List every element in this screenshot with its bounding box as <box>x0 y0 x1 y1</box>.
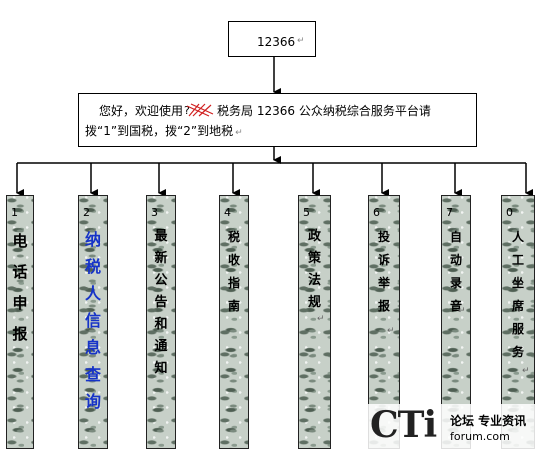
hotline-box: 12366↵ <box>228 21 316 57</box>
return-mark-icon: ↵ <box>522 366 530 376</box>
service-label: 人工坐席服务 <box>511 230 524 359</box>
service-box-2: 2 纳税人信息查询 <box>78 195 108 449</box>
return-mark-icon: ↵ <box>235 128 243 138</box>
svg-text:?: ? <box>184 104 190 117</box>
return-mark-icon: ↵ <box>458 306 466 316</box>
welcome-line-1: 您好，欢迎使用 ? 税务局 12366 公众纳税综合服务平台请 <box>99 102 431 119</box>
service-number: 4 <box>224 206 231 219</box>
crossed-out-scribble-icon: ? <box>184 103 214 117</box>
service-number: 0 <box>506 206 513 219</box>
service-box-4: 4 税收指南 <box>219 195 249 449</box>
watermark-line-2: forum.com <box>450 430 510 443</box>
service-number: 5 <box>303 206 310 219</box>
welcome-prefix: 您好，欢迎使用 <box>99 104 184 118</box>
service-label: 政策法规 <box>307 229 321 310</box>
watermark-line-1: 论坛 专业资讯 <box>450 414 527 428</box>
service-label: 最新公告和通知 <box>154 229 168 376</box>
return-mark-icon: ↵ <box>387 326 395 336</box>
return-mark-icon: ↵ <box>317 314 325 324</box>
service-label: 纳税人信息查询 <box>84 230 101 411</box>
service-number: 7 <box>446 206 453 219</box>
service-label: 税收指南 <box>227 230 240 313</box>
welcome-dial-instructions: 拨“1”到国税，拨“2”到地税 <box>85 124 234 138</box>
welcome-line-2: 拨“1”到国税，拨“2”到地税↵ <box>85 122 243 139</box>
service-box-5: 5 政策法规 ↵ <box>298 195 331 449</box>
service-number: 6 <box>373 206 380 219</box>
service-box-3: 3 最新公告和通知 <box>146 195 176 449</box>
service-box-1: 1 电话申报 <box>6 195 34 449</box>
watermark-logo: CTi <box>370 404 437 446</box>
return-mark-icon: ↵ <box>297 36 305 46</box>
service-number: 1 <box>11 206 18 219</box>
service-label: 电话申报 <box>12 232 28 343</box>
hotline-number: 12366 <box>257 35 296 49</box>
service-label: 自动录音 <box>449 230 462 313</box>
service-number: 3 <box>151 206 158 219</box>
cti-forum-watermark: CTi 论坛 专业资讯 forum.com <box>368 404 546 450</box>
service-label: 投诉举报 <box>377 230 390 313</box>
welcome-suffix: 税务局 12366 公众纳税综合服务平台请 <box>217 104 431 118</box>
service-number: 2 <box>83 206 90 219</box>
welcome-message-box: 您好，欢迎使用 ? 税务局 12366 公众纳税综合服务平台请 拨“1”到国税，… <box>78 93 477 147</box>
